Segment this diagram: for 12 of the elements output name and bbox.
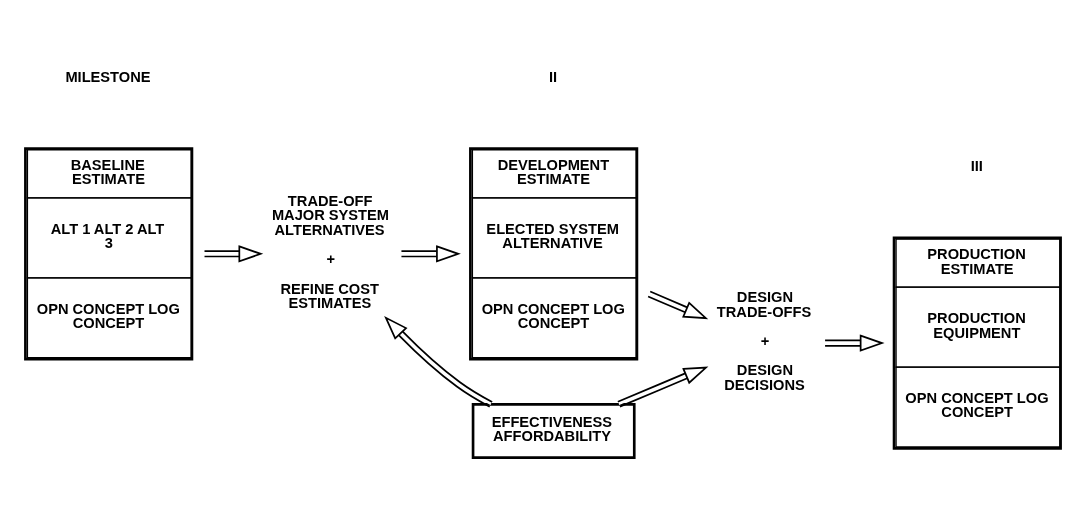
- label: II: [549, 68, 558, 85]
- arrow: [824, 333, 885, 352]
- node-text: TRADE-OFF MAJOR SYSTEM ALTERNATIVES + REFINE COST ESTIMATES: [271, 192, 390, 311]
- arrow: [617, 366, 709, 407]
- arrow: [647, 290, 709, 319]
- node-box: EFFECTIVENESS AFFORDABILITY: [471, 402, 636, 459]
- arrow: [203, 244, 264, 262]
- node-text: DESIGN TRADE-OFFS + DESIGN DECISIONS: [716, 288, 812, 393]
- arrow: [384, 315, 494, 408]
- label: III: [970, 157, 983, 174]
- arrow: [400, 244, 461, 262]
- label: MILESTONE: [65, 68, 151, 85]
